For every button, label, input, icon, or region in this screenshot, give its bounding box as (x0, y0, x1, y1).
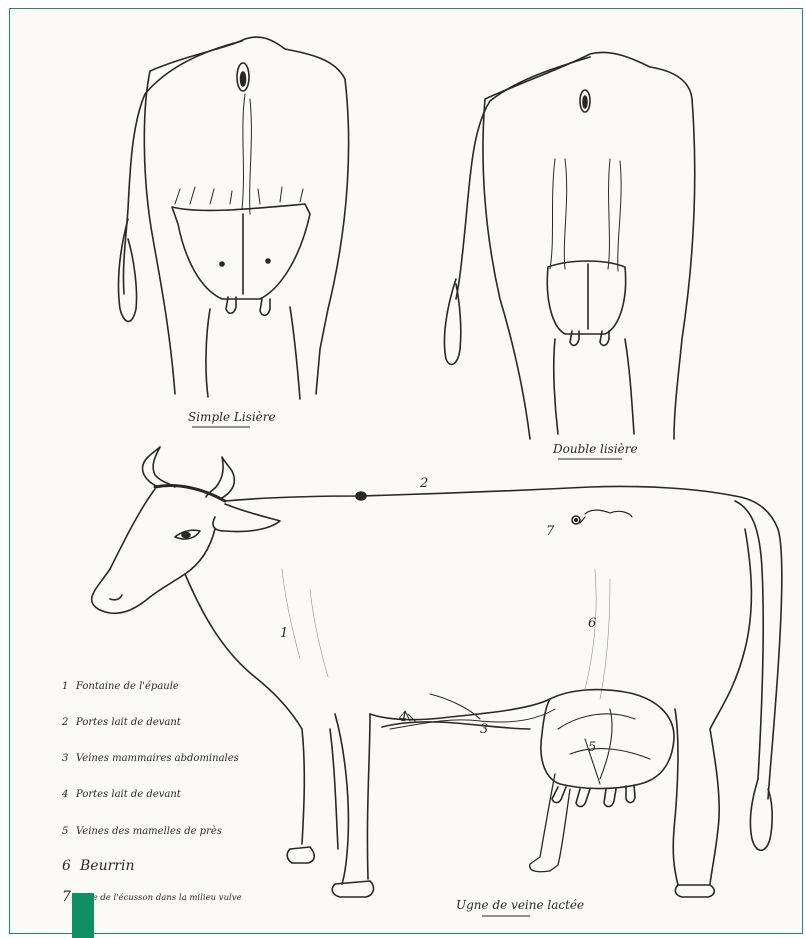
caption-title: Ugne de veine lactée (456, 898, 584, 912)
caption-single-lisiere: Simple Lisière (188, 410, 276, 424)
figure-number-1: 1 (280, 626, 288, 641)
legend-item: 3 Veines mammaires abdominales (62, 753, 239, 764)
svg-text:1: 1 (62, 681, 68, 692)
rear-view-double (444, 52, 694, 439)
legend-item: 6 Beurrin (62, 858, 134, 874)
svg-text:Veine de l'écusson dans la mil: Veine de l'écusson dans la milieu vulve (74, 892, 242, 903)
svg-text:3: 3 (62, 753, 68, 764)
svg-text:Portes lait de devant: Portes lait de devant (75, 717, 182, 728)
figure-number-6: 6 (588, 616, 596, 631)
figure-number-3: 3 (480, 722, 488, 737)
svg-text:Portes lait de devant: Portes lait de devant (75, 789, 182, 800)
legend: 1 Fontaine de l'épaule 2 Portes lait de … (61, 681, 242, 905)
svg-text:Fontaine de l'épaule: Fontaine de l'épaule (75, 681, 179, 692)
legend-item: 4 Portes lait de devant (61, 789, 182, 800)
figure-number-2: 2 (419, 476, 428, 491)
svg-text:5: 5 (62, 826, 68, 837)
svg-text:4: 4 (61, 789, 68, 800)
legend-item: 1 Fontaine de l'épaule (62, 681, 179, 692)
figure-numbers: 2 7 6 1 4 3 5 (280, 476, 596, 755)
figure-number-4: 4 (398, 710, 407, 725)
illustration-frame: 2 7 6 1 4 3 5 Simple Lisière Double lisi… (9, 8, 803, 934)
legend-item: 2 Portes lait de devant (61, 717, 182, 728)
svg-text:Veines des mamelles de près: Veines des mamelles de près (76, 826, 222, 837)
cow-anatomy-drawing: 2 7 6 1 4 3 5 Simple Lisière Double lisi… (10, 9, 803, 934)
svg-text:Veines mammaires abdominales: Veines mammaires abdominales (76, 753, 239, 764)
svg-text:Beurrin: Beurrin (79, 858, 134, 874)
rear-view-single (118, 37, 348, 399)
svg-text:2: 2 (61, 717, 68, 728)
figure-number-7: 7 (546, 524, 555, 539)
svg-text:7: 7 (62, 889, 71, 905)
svg-text:6: 6 (62, 858, 71, 874)
legend-item: 5 Veines des mamelles de près (62, 826, 222, 837)
caption-double-lisiere: Double lisière (552, 442, 638, 456)
green-corner-tab (72, 893, 94, 938)
figure-number-5: 5 (588, 740, 596, 755)
